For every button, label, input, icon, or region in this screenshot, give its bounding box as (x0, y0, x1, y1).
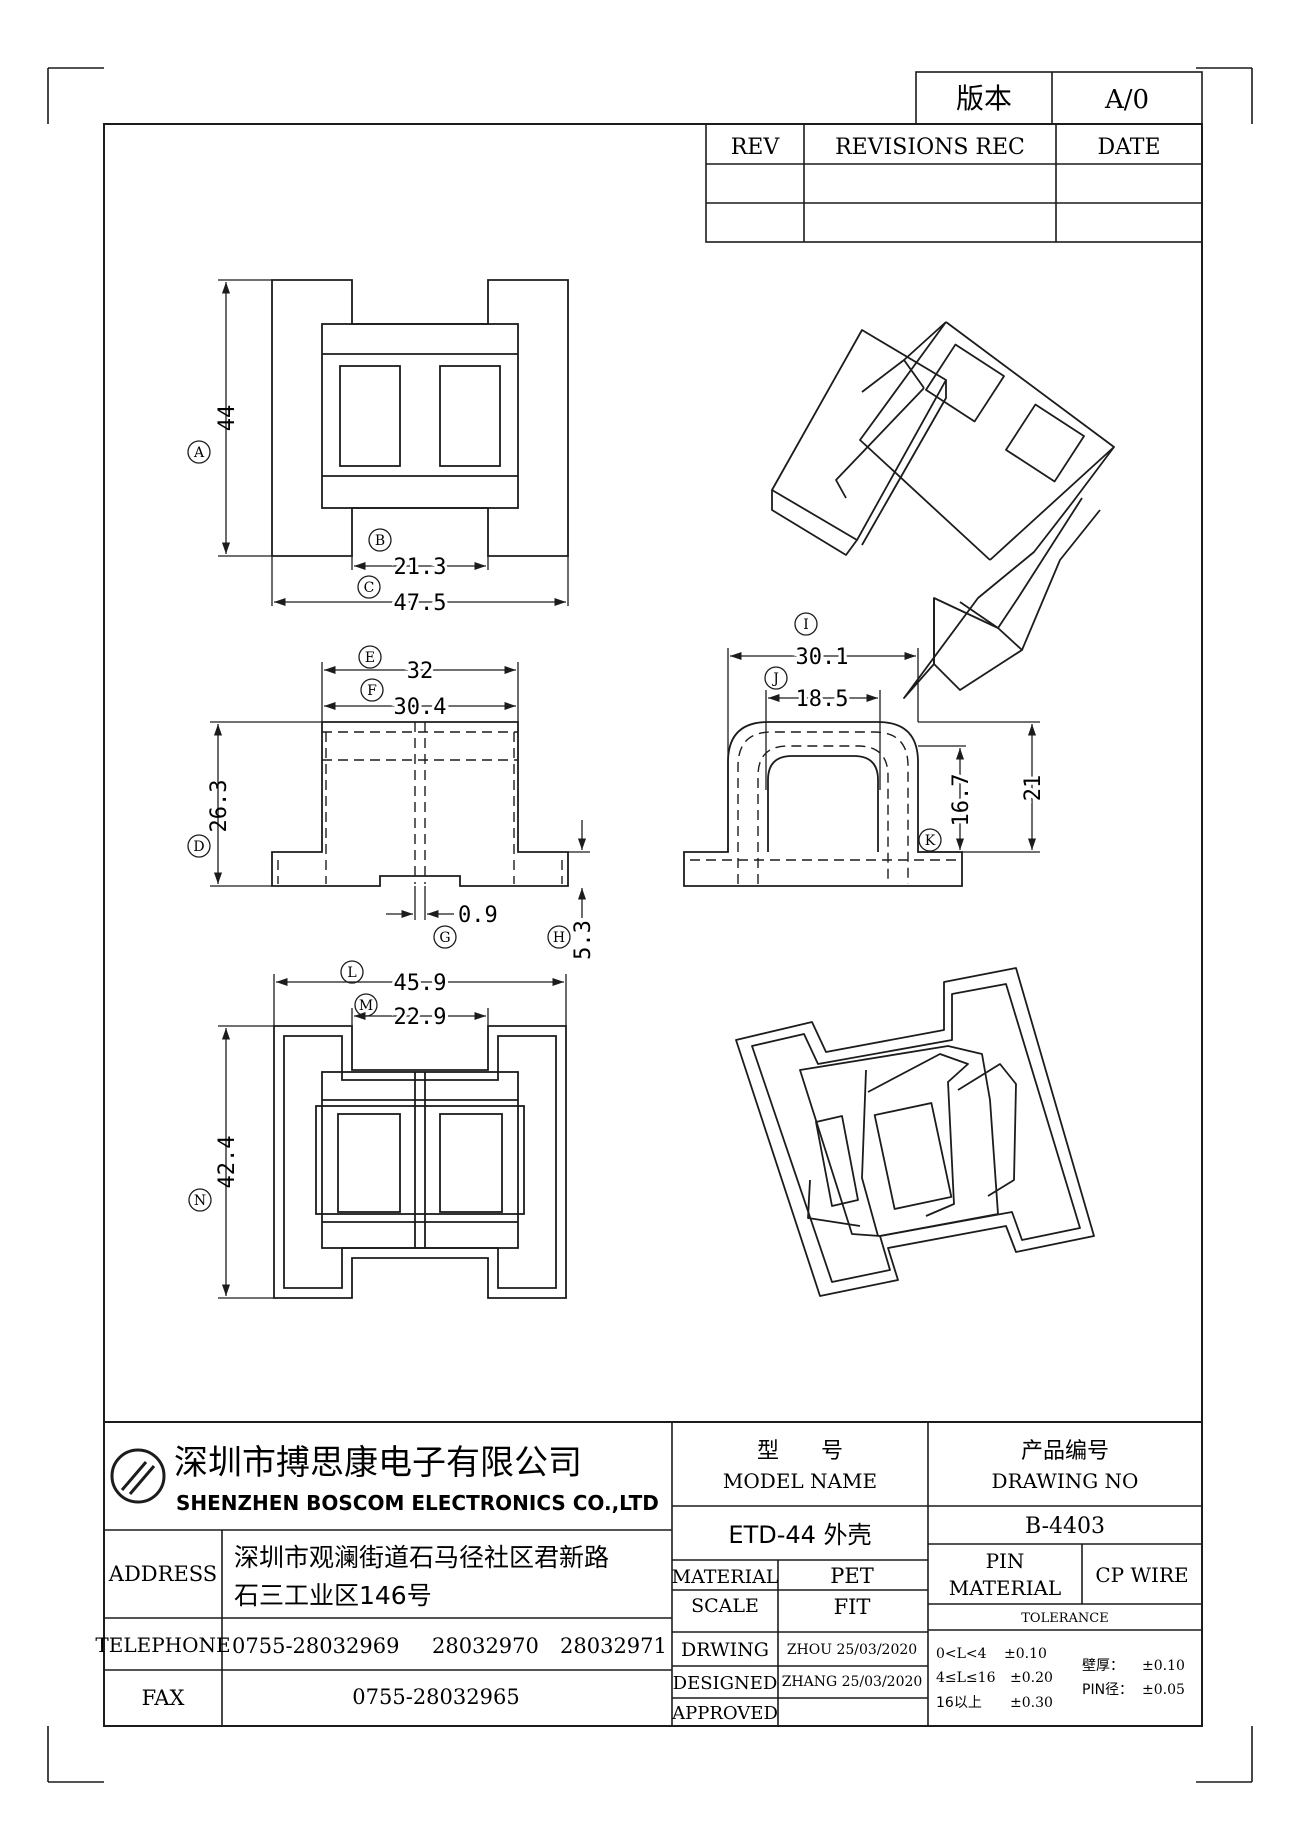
telephone-2: 28032970 (432, 1634, 539, 1658)
pin-material-label: MATERIAL (949, 1576, 1061, 1600)
isometric-view-bottom (735, 967, 1095, 1297)
version-label: 版本 (956, 82, 1012, 115)
front-view (271, 721, 569, 887)
top-view-outline (271, 279, 569, 557)
address-label: ADDRESS (108, 1562, 217, 1586)
model-label-en: MODEL NAME (723, 1469, 877, 1493)
version-value: A/0 (1104, 85, 1149, 115)
tag-j: J (771, 671, 779, 687)
tag-g: G (439, 930, 450, 946)
approved-label: APPROVED (671, 1703, 778, 1724)
bottom-view-window-right (439, 1113, 503, 1213)
dim-width-32: 32 (407, 659, 434, 684)
dim-inner-21-3: 21.3 (394, 555, 447, 580)
dim-width-45-9: 45.9 (394, 971, 447, 996)
address-line-2: 石三工业区146号 (234, 1581, 432, 1610)
model-label-cn: 型 号 (757, 1439, 843, 1464)
dim-outer-47-5: 47.5 (394, 591, 447, 616)
revisions-col-rec: REVISIONS REC (835, 135, 1025, 160)
front-view-outline (271, 721, 569, 887)
company-name-cn: 深圳市搏思康电子有限公司 (174, 1443, 582, 1483)
bottom-view-dimensions (188, 960, 567, 1299)
top-view-window-left (339, 365, 401, 467)
fax-label: FAX (142, 1686, 185, 1710)
tol-3-value: ±0.30 (1010, 1695, 1053, 1711)
top-view-dimensions (187, 279, 569, 607)
scale-value: FIT (834, 1595, 871, 1619)
side-view-dimensions (727, 612, 1040, 853)
tol-1-range: 0<L<4 (936, 1646, 987, 1662)
drawing-label-en: DRAWING NO (992, 1469, 1139, 1493)
wall-value: ±0.10 (1142, 1658, 1185, 1674)
crop-marks (47, 67, 1253, 1783)
tol-3-range: 16以上 (936, 1695, 982, 1711)
tag-d: D (193, 839, 204, 855)
dim-height-42-4: 42.4 (215, 1136, 240, 1189)
drawing-row-label: DRWING (681, 1639, 769, 1661)
pin-value: CP WIRE (1095, 1563, 1188, 1587)
tag-k: K (925, 833, 936, 849)
designed-value: ZHANG 25/03/2020 (782, 1674, 923, 1690)
tag-l: L (347, 965, 356, 981)
bottom-view-window-left (337, 1113, 401, 1213)
tag-i: I (803, 617, 809, 633)
pin-dia-label: PIN径： (1082, 1682, 1133, 1698)
material-value: PET (830, 1564, 873, 1588)
dim-width-30-1: 30.1 (796, 645, 849, 670)
tol-1-value: ±0.10 (1004, 1646, 1047, 1662)
tag-n: N (194, 1193, 206, 1209)
dim-height-26-3: 26.3 (207, 780, 232, 833)
title-block-grid (104, 1421, 1202, 1726)
tag-m: M (359, 998, 373, 1014)
telephone-label: TELEPHONE (95, 1633, 230, 1657)
tolerance-label: TOLERANCE (1021, 1611, 1108, 1626)
top-view (271, 279, 569, 557)
model-value: ETD-44 外壳 (728, 1521, 871, 1549)
bottom-view (273, 1025, 567, 1299)
dim-height-21: 21 (1021, 775, 1046, 802)
top-view-window-right (439, 365, 501, 467)
tol-2-value: ±0.20 (1010, 1670, 1053, 1686)
sheet-frame (103, 123, 1203, 1727)
pin-label: PIN (986, 1549, 1025, 1573)
tag-c: C (364, 580, 375, 596)
revisions-col-rev: REV (731, 135, 781, 160)
address-line-1: 深圳市观澜街道石马径社区君新路 (234, 1543, 609, 1572)
bottom-view-body (321, 1071, 519, 1249)
scale-label: SCALE (691, 1595, 759, 1617)
designed-label: DESIGNED (673, 1673, 778, 1694)
bottom-view-outline (273, 1025, 567, 1299)
wall-label: 壁厚： (1082, 1658, 1124, 1674)
revisions-table (705, 123, 1203, 243)
side-view-inner (767, 755, 879, 852)
isometric-view-top (771, 321, 1115, 699)
dim-width-30-4: 30.4 (394, 695, 447, 720)
dim-width-22-9: 22.9 (394, 1005, 447, 1030)
dim-height-44: 44 (215, 405, 240, 432)
fax-value: 0755-28032965 (352, 1685, 519, 1709)
tol-2-range: 4≤L≤16 (936, 1670, 996, 1686)
front-view-dimensions (187, 645, 590, 949)
telephone-3: 28032971 (560, 1634, 667, 1658)
dim-gap-0-9: 0.9 (458, 903, 498, 928)
drawing-value: B-4403 (1025, 1514, 1105, 1539)
drawing-row-value: ZHOU 25/03/2020 (787, 1642, 917, 1658)
telephone-1: 0755-28032969 (232, 1634, 399, 1658)
tag-e: E (365, 650, 375, 666)
material-label: MATERIAL (672, 1566, 779, 1588)
top-view-body (321, 323, 519, 509)
company-name-en: SHENZHEN BOSCOM ELECTRONICS CO.,LTD (176, 1491, 659, 1515)
company-logo (110, 1448, 166, 1504)
dim-height-16-7: 16.7 (949, 774, 974, 827)
pin-dia-value: ±0.05 (1142, 1682, 1185, 1698)
revisions-col-date: DATE (1097, 135, 1160, 160)
dim-width-18-5: 18.5 (796, 687, 849, 712)
tag-h: H (553, 930, 565, 946)
tag-a: A (193, 445, 205, 461)
drawing-label-cn: 产品编号 (1021, 1439, 1109, 1464)
dim-flange-5-3: 5.3 (571, 920, 596, 960)
tag-b: B (375, 533, 385, 549)
tag-f: F (367, 683, 377, 699)
